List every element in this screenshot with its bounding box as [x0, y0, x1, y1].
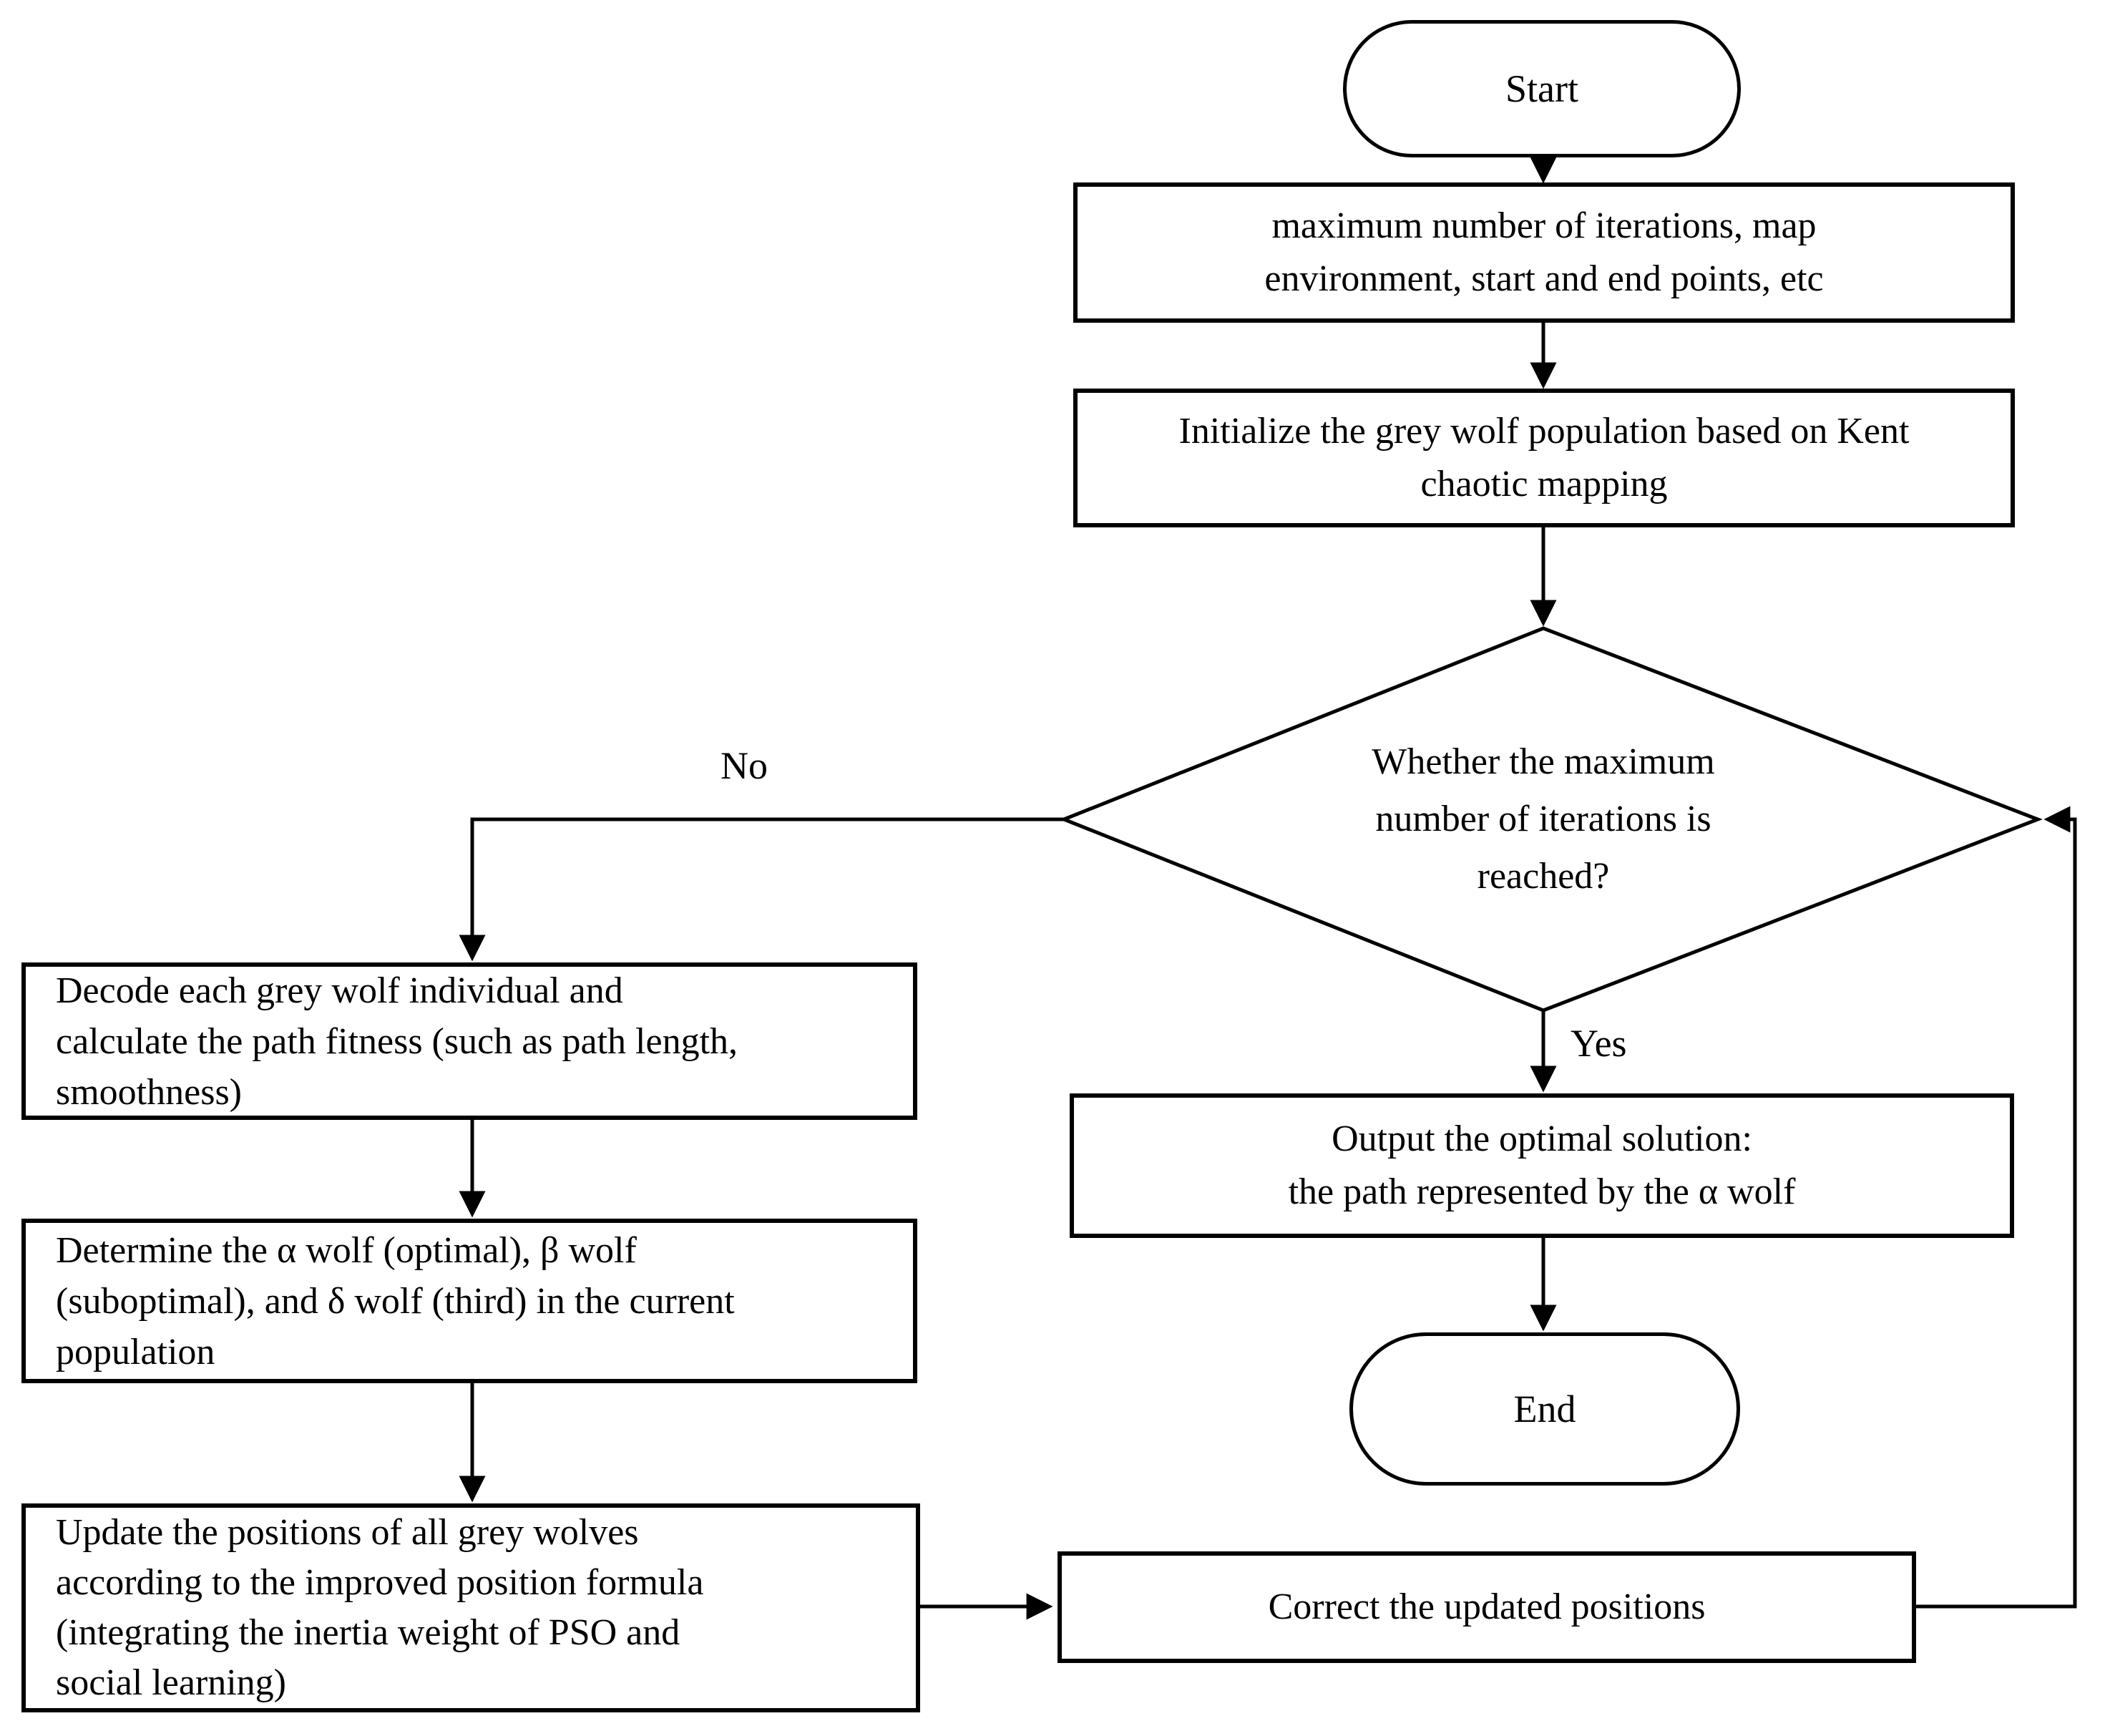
- yes-branch-label: Yes: [1571, 1022, 1627, 1065]
- start-label: Start: [1505, 67, 1578, 110]
- update-positions-line: social learning): [56, 1662, 286, 1703]
- input-params-line: environment, start and end points, etc: [1264, 258, 1824, 299]
- output-solution-line: Output the optimal solution:: [1332, 1118, 1752, 1159]
- end-label: End: [1513, 1388, 1576, 1430]
- decode-fitness-line: calculate the path fitness (such as path…: [56, 1020, 738, 1062]
- update-positions-box: Update the positions of all grey wolves …: [21, 1503, 920, 1712]
- input-params-box: maximum number of iterations, map enviro…: [1073, 182, 2015, 323]
- output-solution-box: Output the optimal solution: the path re…: [1070, 1093, 2014, 1238]
- decode-fitness-line: Decode each grey wolf individual and: [56, 970, 623, 1011]
- decision-line: Whether the maximum: [1372, 741, 1715, 782]
- update-positions-line: (integrating the inertia weight of PSO a…: [56, 1612, 680, 1653]
- edge-correct-to-decision-loop: [1916, 806, 2077, 1609]
- correct-positions-label: Correct the updated positions: [1268, 1586, 1706, 1627]
- determine-wolves-line: population: [56, 1331, 215, 1372]
- determine-wolves-line: Determine the α wolf (optimal), β wolf: [56, 1229, 637, 1271]
- initialize-population-line: Initialize the grey wolf population base…: [1178, 411, 1910, 452]
- update-positions-line: Update the positions of all grey wolves: [56, 1512, 639, 1553]
- initialize-population-box: Initialize the grey wolf population base…: [1073, 389, 2015, 527]
- decode-fitness-box: Decode each grey wolf individual and cal…: [21, 962, 917, 1120]
- decode-fitness-line: smoothness): [56, 1071, 242, 1113]
- decision-line: reached?: [1477, 856, 1610, 897]
- determine-wolves-box: Determine the α wolf (optimal), β wolf (…: [21, 1219, 917, 1383]
- input-params-line: maximum number of iterations, map: [1271, 205, 1817, 246]
- decision-line: number of iterations is: [1375, 799, 1711, 839]
- initialize-population-line: chaotic mapping: [1420, 464, 1668, 504]
- no-branch-label: No: [721, 744, 768, 787]
- end-node: End: [1349, 1332, 1740, 1486]
- output-solution-line: the path represented by the α wolf: [1288, 1171, 1796, 1212]
- edge-decision-to-decode-no-branch: [459, 817, 1064, 962]
- decision-diamond-text: Whether the maximum number of iterations…: [1293, 733, 1794, 905]
- update-positions-line: according to the improved position formu…: [56, 1562, 704, 1603]
- determine-wolves-line: (suboptimal), and δ wolf (third) in the …: [56, 1280, 735, 1322]
- correct-positions-box: Correct the updated positions: [1058, 1551, 1916, 1663]
- start-node: Start: [1343, 20, 1741, 157]
